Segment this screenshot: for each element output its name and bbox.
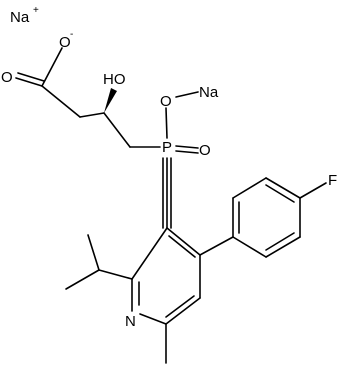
ring-bond-c6-n bbox=[139, 313, 167, 325]
aryl-bond-5 bbox=[265, 236, 301, 258]
bond-c1-ominus bbox=[41, 47, 63, 87]
bond-ch-me2 bbox=[65, 269, 100, 290]
aryl-bond-3 bbox=[265, 177, 301, 199]
ring-bond-c5-c6-inner bbox=[165, 295, 195, 318]
ring-bond-c3-c4-inner bbox=[168, 235, 196, 258]
atom-label-o-minus: O bbox=[59, 34, 71, 51]
atom-label-o-link: O bbox=[160, 93, 172, 110]
bond-c1-odouble-a bbox=[15, 77, 43, 87]
bond-c1-odouble-b bbox=[17, 72, 45, 82]
atom-label-ho: HO bbox=[103, 71, 126, 88]
ring-bond-c3-c4 bbox=[166, 227, 201, 256]
ring-bond-c5-c6 bbox=[165, 297, 201, 325]
aryl-bond-5-inner bbox=[265, 232, 295, 251]
atom-label-o-phosphoryl: O bbox=[199, 142, 211, 159]
atom-charge-o-minus: - bbox=[70, 29, 73, 40]
wedge-bond-c3-oh bbox=[104, 88, 117, 113]
atom-label-p: P bbox=[162, 139, 172, 156]
bond-c3-c4 bbox=[103, 112, 131, 148]
atom-label-na-bound: Na bbox=[199, 84, 219, 101]
bond-c2-c3 bbox=[79, 112, 105, 118]
atom-label-na-ion: Na bbox=[10, 9, 30, 26]
atom-label-o-carbonyl: O bbox=[1, 69, 13, 86]
aryl-bond-6 bbox=[232, 236, 267, 258]
bond-c4-aryl bbox=[199, 236, 234, 256]
aryl-bond-2 bbox=[232, 177, 267, 199]
bond-p-olink bbox=[165, 107, 168, 139]
bond-ch-me1 bbox=[87, 234, 100, 271]
bond-c2-ch bbox=[98, 269, 133, 280]
atom-label-n: N bbox=[125, 313, 136, 330]
aryl-bond-3-inner bbox=[265, 184, 295, 203]
ring-bond-c2-c3 bbox=[131, 227, 168, 280]
atom-label-f: F bbox=[328, 172, 337, 189]
bond-olink-na bbox=[175, 91, 199, 98]
bond-p-o-a bbox=[175, 145, 199, 149]
atom-charge-na-ion: + bbox=[33, 5, 39, 16]
bond-p-o-b bbox=[175, 150, 199, 154]
bond-aryl-f bbox=[299, 182, 327, 199]
bond-c1-c2 bbox=[41, 85, 81, 118]
